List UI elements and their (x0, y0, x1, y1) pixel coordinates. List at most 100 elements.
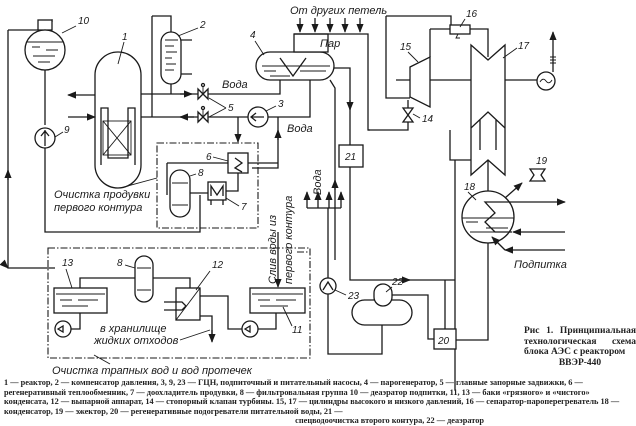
scw-treatment-21 (338, 144, 364, 168)
tank13-to-filter (79, 277, 138, 288)
leader-13 (65, 268, 73, 289)
label-1: 1 (122, 32, 128, 43)
label-12: 12 (212, 260, 224, 271)
evaporator-lines (200, 295, 242, 336)
leader-7 (225, 197, 240, 207)
label-10: 10 (78, 16, 90, 27)
leader-3 (265, 105, 277, 112)
makeup-deaerator-10 (24, 19, 66, 71)
pressurizer-line (151, 15, 172, 117)
clean-condensate-tank-13 (53, 287, 108, 314)
ejector-19 (528, 168, 547, 182)
stop-valve-14 (401, 107, 415, 123)
label-2: 2 (199, 20, 206, 31)
label-water-hot: Вода (222, 79, 248, 91)
pipe-left-return (0, 30, 55, 269)
leader-17 (502, 47, 518, 59)
gate-valves-5 (197, 82, 209, 124)
figure-caption: Рис 1. Принципиальная технологическая сх… (524, 326, 636, 368)
leader-4 (254, 40, 265, 56)
leader-5 (208, 97, 227, 118)
leader-10 (61, 25, 77, 34)
label-blowdown-cleanup-2: первого контура (54, 202, 142, 214)
leader-2 (177, 27, 199, 37)
main-circulation-pump-3 (247, 106, 269, 128)
leader-8b (124, 264, 136, 269)
pump-tank-11 (241, 320, 259, 338)
label-23: 23 (347, 291, 360, 302)
legend-tail: спецводоочистка второго контура, 22 — де… (295, 416, 484, 426)
label-20: 20 (437, 336, 450, 347)
label-blowdown-cleanup-1: Очистка продувки (54, 189, 150, 201)
label-15: 15 (400, 42, 412, 53)
caption-line-3: блока АЭС с реактором (524, 347, 626, 357)
blowdown-cooler-7 (207, 181, 227, 205)
label-to-waste-1: в хранилище (100, 323, 167, 335)
generator (536, 31, 557, 91)
label-water-vertical: Вода (312, 169, 324, 195)
condensate-line (444, 243, 489, 341)
label-22: 22 (391, 277, 404, 288)
pump13-line (71, 313, 81, 330)
trap-water-cleanup-boundary (47, 247, 311, 359)
makeup-arrow (491, 236, 506, 251)
regen-heat-exchanger-6 (227, 152, 249, 174)
deaerator-22 (351, 283, 413, 326)
hp-cylinder-15 (409, 55, 431, 109)
leader-to-waste (179, 329, 211, 341)
other-loops-inlets (296, 18, 364, 33)
feed-pump-23 (319, 277, 337, 295)
label-3: 3 (278, 99, 284, 110)
sg-blowdown (334, 67, 351, 145)
hot-leg-to-sg (200, 80, 281, 95)
pressurizer-2 (160, 31, 192, 85)
pump11-line (258, 313, 277, 330)
stop-valve-line (368, 100, 409, 131)
label-8b: 8 (117, 258, 123, 269)
pump-tank-13 (54, 320, 72, 338)
label-9: 9 (64, 125, 70, 136)
label-7: 7 (241, 202, 247, 213)
label-trap-water-cleanup: Очистка трапных вод и вод протечек (52, 365, 253, 377)
label-16: 16 (466, 9, 478, 20)
extraction-line (449, 130, 471, 390)
leader-blowdown-cleanup (119, 177, 158, 189)
label-18: 18 (464, 182, 476, 193)
msr-lines (430, 28, 489, 57)
label-11: 11 (292, 325, 302, 336)
leader-6 (212, 156, 229, 162)
condenser-18 (461, 190, 515, 244)
leader-15 (407, 51, 419, 63)
reactor-1 (94, 51, 142, 189)
leader-11 (282, 306, 293, 327)
label-makeup: Подпитка (514, 259, 567, 271)
label-6: 6 (206, 152, 212, 163)
label-13: 13 (62, 258, 74, 269)
pipe-9-filter (44, 148, 201, 233)
label-14: 14 (422, 114, 434, 125)
legend-text: 1 — реактор, 2 — компенсатор давления, 3… (4, 378, 620, 416)
leader-1 (117, 41, 125, 65)
label-21: 21 (344, 152, 356, 163)
leader-trap-cleanup (93, 354, 111, 365)
blowdown-cleanup-boundary (156, 142, 259, 229)
leader-23 (334, 289, 347, 296)
makeup-pump-9 (34, 127, 56, 149)
label-steam: Пар (320, 38, 340, 50)
filter-to-evaporator (153, 277, 191, 288)
filter-group-8-trap (134, 255, 154, 303)
msr-bypass (385, 16, 410, 99)
air-removal (504, 182, 523, 199)
leader-12 (195, 270, 211, 291)
dirty-condensate-tank-11 (249, 287, 306, 314)
deaerator-to-heaters (392, 294, 434, 340)
label-drain-primary-2: первого контура (283, 196, 295, 284)
label-drain-primary-1: Слив воды из (267, 215, 279, 284)
leader-22 (385, 286, 393, 293)
lp-cylinder-17 (470, 43, 506, 177)
caption-line-4: ВВЭР-440 (558, 357, 602, 368)
line-21-out (349, 167, 455, 281)
label-to-waste-2: жидких отходов (93, 335, 179, 347)
lp-exhaust (470, 111, 506, 150)
